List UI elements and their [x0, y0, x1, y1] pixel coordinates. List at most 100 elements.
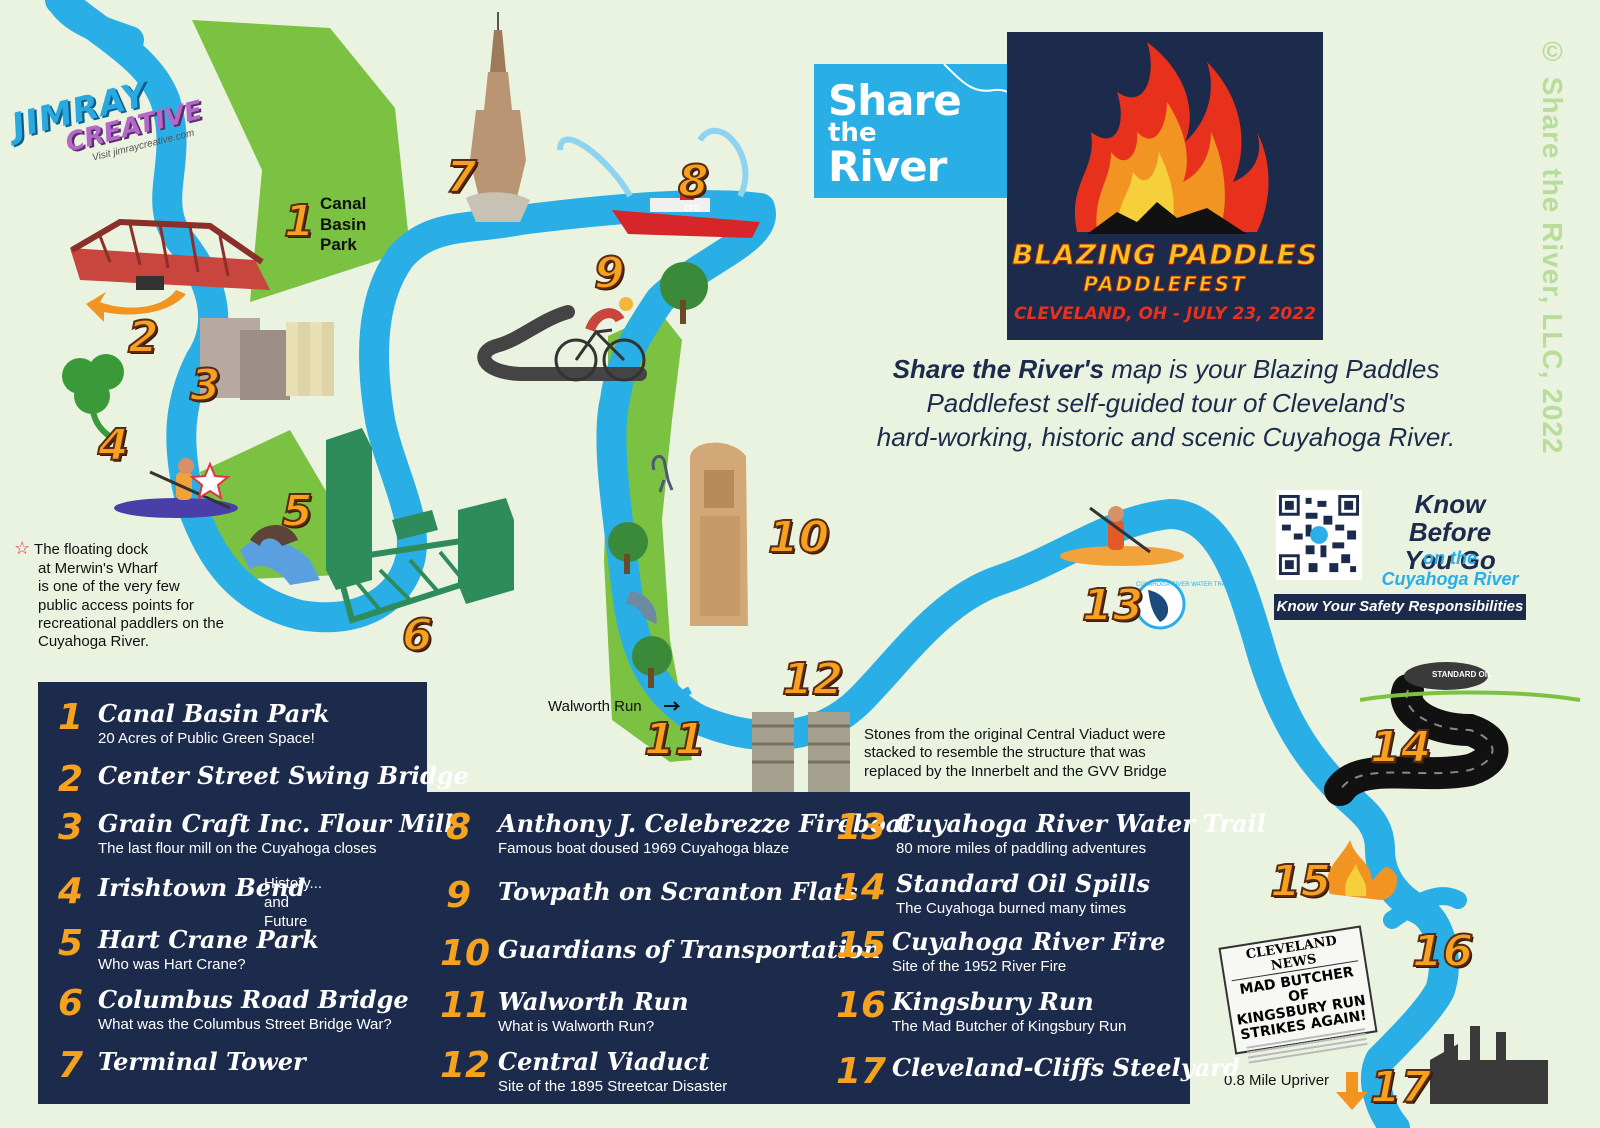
- map-marker-11[interactable]: 11: [643, 714, 706, 765]
- towpath-trail: [477, 305, 647, 381]
- floating-dock-line3: is one of the very few: [38, 578, 180, 596]
- intro-line3: hard-working, historic and scenic Cuyaho…: [876, 422, 1456, 452]
- legend-title: Cuyahoga River Water Trail: [896, 809, 1266, 838]
- fountain-right: [697, 128, 749, 198]
- star-note-icon: ☆: [14, 538, 31, 558]
- intro-line1: map is your Blazing Paddles: [1104, 354, 1440, 384]
- map-marker-2[interactable]: 2: [127, 312, 160, 363]
- legend-desc: What is Walworth Run?: [498, 1018, 655, 1035]
- legend-title: Columbus Road Bridge: [98, 985, 409, 1014]
- legend-desc: 20 Acres of Public Green Space!: [98, 730, 315, 747]
- map-marker-16[interactable]: 16: [1411, 926, 1474, 977]
- legend-desc: Who was Hart Crane?: [98, 956, 246, 973]
- legend-desc: Famous boat doused 1969 Cuyahoga blaze: [498, 840, 790, 857]
- legend-num: 3: [58, 807, 84, 848]
- intro-line2: Paddlefest self-guided tour of Cleveland…: [926, 388, 1406, 418]
- legend-num: 16: [836, 985, 887, 1026]
- floating-dock-line4: public access points for: [38, 596, 194, 614]
- map-marker-14[interactable]: 14: [1369, 722, 1432, 773]
- intro-bold: Share the River's: [892, 354, 1105, 384]
- know-sub-line2: Cuyahoga River: [1381, 569, 1519, 589]
- legend-num: 2: [58, 759, 84, 800]
- legend-num: 1: [58, 697, 84, 738]
- map-marker-5[interactable]: 5: [281, 486, 314, 537]
- fish-icon: [626, 591, 657, 624]
- intro-text: Share the River's map is your Blazing Pa…: [866, 352, 1466, 454]
- know-sub-line1: on the: [1423, 548, 1477, 568]
- legend-num: 7: [58, 1045, 84, 1086]
- legend-title: Center Street Swing Bridge: [98, 761, 469, 790]
- water-trail-badge-icon: [1134, 578, 1186, 630]
- map-marker-4[interactable]: 4: [97, 420, 130, 471]
- copyright: © Share the River, LLC, 2022: [1537, 36, 1568, 455]
- down-arrow-icon: [1336, 1072, 1368, 1110]
- legend-title: Anthony J. Celebrezze Fireboat: [498, 809, 913, 838]
- heron-icon: [651, 454, 674, 493]
- map-marker-13[interactable]: 13: [1081, 580, 1144, 631]
- oil-tank-label: STANDARD OIL: [1432, 670, 1492, 679]
- legend-desc: Site of the 1952 River Fire: [892, 958, 1067, 975]
- swing-bridge-icon: [70, 218, 270, 290]
- viaduct-stones-icon: [752, 712, 850, 792]
- know-title: Know Before You Go: [1374, 490, 1526, 574]
- legend-desc: The last flour mill on the Cuyahoga clos…: [98, 840, 377, 857]
- shamrock-icon: [62, 354, 124, 441]
- steel-mill-icon: [1430, 1026, 1548, 1104]
- legend-title: Terminal Tower: [98, 1047, 306, 1076]
- legend-num: 13: [836, 807, 887, 848]
- map-marker-10[interactable]: 10: [767, 512, 830, 563]
- newspaper-icon: CLEVELAND NEWS MAD BUTCHER OF KINGSBURY …: [1218, 925, 1378, 1067]
- map-marker-15[interactable]: 15: [1269, 856, 1332, 907]
- map-marker-9[interactable]: 9: [593, 248, 626, 299]
- terminal-tower-icon: [466, 12, 530, 222]
- guardian-statue-icon: [690, 442, 748, 626]
- oil-tank-icon: [1404, 662, 1488, 690]
- viaduct-note-line2: stacked to resemble the structure that w…: [864, 744, 1146, 762]
- viaduct-note-line3: replaced by the Innerbelt and the GVV Br…: [864, 762, 1167, 780]
- legend-title: Towpath on Scranton Flats: [498, 877, 858, 906]
- share-line2: the: [828, 118, 877, 148]
- legend-title: Cuyahoga River Fire: [892, 927, 1166, 956]
- legend-title: Irishtown Bend: [98, 873, 306, 902]
- legend-num: 6: [58, 983, 84, 1024]
- legend-desc: The Cuyahoga burned many times: [896, 900, 1127, 917]
- map-marker-3[interactable]: 3: [189, 360, 222, 411]
- legend-num: 9: [446, 875, 472, 916]
- flames-icon: [1074, 42, 1269, 234]
- lift-bridge-icon: [326, 428, 514, 624]
- qr-code-icon[interactable]: [1276, 490, 1362, 580]
- flour-mill-icon: [200, 318, 334, 400]
- legend-title: Grain Craft Inc. Flour Mill: [98, 809, 454, 838]
- safety-bar[interactable]: Know Your Safety Responsibilities: [1274, 594, 1526, 620]
- cyclist-icon: [554, 297, 646, 382]
- map-marker-17[interactable]: 17: [1369, 1062, 1432, 1113]
- legend-num: 12: [440, 1045, 491, 1086]
- legend-title: Canal Basin Park: [98, 699, 330, 728]
- fountain-left: [557, 136, 633, 198]
- floating-dock-line1: The floating dock: [34, 541, 149, 558]
- map-marker-8[interactable]: 8: [677, 156, 710, 207]
- canal-basin-park-label: Canal Basin Park: [320, 194, 367, 255]
- floating-dock-line6: Cuyahoga River.: [38, 633, 149, 651]
- map-marker-6[interactable]: 6: [401, 610, 434, 661]
- map-marker-1[interactable]: 1: [283, 196, 316, 247]
- tree-icon-2: [608, 522, 648, 574]
- map-marker-7[interactable]: 7: [445, 152, 478, 203]
- legend-desc: 80 more miles of paddling adventures: [896, 840, 1147, 857]
- share-line1: Share: [828, 76, 962, 125]
- legend-desc: Site of the 1895 Streetcar Disaster: [498, 1078, 728, 1095]
- legend-title: Hart Crane Park: [98, 925, 319, 954]
- legend-title: Guardians of Transportation: [498, 935, 881, 964]
- walworth-arrow: [664, 701, 681, 711]
- share-line3: River: [828, 142, 947, 191]
- know-subtitle: on the Cuyahoga River: [1374, 548, 1526, 590]
- map-marker-12[interactable]: 12: [781, 654, 844, 705]
- legend-panel: [38, 792, 1190, 1104]
- legend-title: Central Viaduct: [498, 1047, 710, 1076]
- flame-icon: [1327, 840, 1397, 900]
- event-date: CLEVELAND, OH - JULY 23, 2022: [1014, 304, 1316, 324]
- legend-desc: History... and Future: [264, 875, 323, 930]
- canal-basin-park-area: [192, 20, 410, 302]
